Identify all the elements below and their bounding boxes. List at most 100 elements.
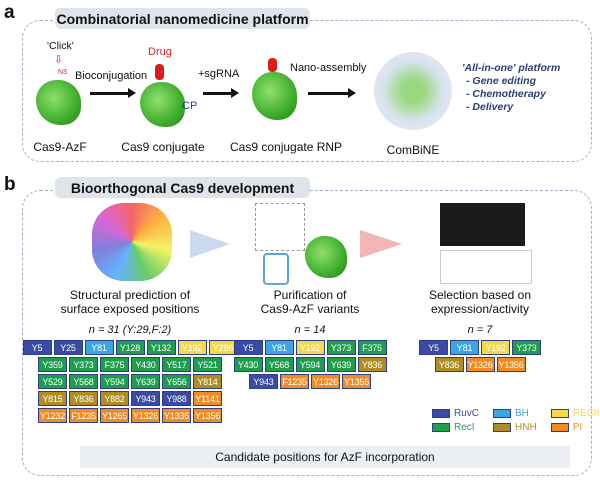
position-cell: Y1265: [100, 408, 129, 423]
position-cell: Y594: [295, 357, 325, 372]
position-cell: Y373: [69, 357, 98, 372]
position-cell: Y1326: [465, 357, 495, 372]
legend-swatch: [550, 423, 569, 432]
panel-b-label: b: [4, 174, 16, 195]
position-cell: Y568: [69, 374, 98, 389]
chromatogram-image: [440, 250, 532, 284]
legend-item: RuvC: [432, 408, 479, 419]
click-label: 'Click': [47, 40, 74, 52]
cas9-conjugate-protein: [140, 82, 185, 127]
step-description: expression/activity: [430, 302, 530, 316]
legend-label: RecI: [454, 422, 475, 433]
position-cell: F1235: [69, 408, 98, 423]
position-cell: Y430: [233, 357, 263, 372]
count-label: n = 31 (Y:29,F:2): [88, 324, 172, 336]
domain-legend: RuvC BH RECII RecI HNH PI: [432, 408, 599, 433]
cas9-structure-image: [92, 203, 172, 281]
position-cell: Y359: [38, 357, 67, 372]
position-cell: Y430: [131, 357, 160, 372]
position-cell: Y1326: [131, 408, 160, 423]
position-cell: Y132: [146, 340, 176, 355]
feature-item: - Delivery: [466, 101, 514, 113]
legend-label: RuvC: [454, 408, 480, 419]
arrow-icon: [308, 88, 356, 98]
cp-label: CP: [182, 100, 198, 112]
step-label: Cas9 conjugate: [121, 140, 205, 154]
position-cell: Y943: [249, 374, 278, 389]
feature-item: 'All-in-one' platform: [462, 62, 561, 74]
workflow-column: Purification of Cas9-AzF variants n = 14…: [227, 288, 393, 389]
legend-item: BH: [493, 408, 537, 419]
position-cell: Y192: [481, 340, 510, 355]
arrow-icon: [203, 88, 239, 98]
legend-swatch: [550, 409, 569, 418]
position-cell: Y25: [53, 340, 83, 355]
step-description: Selection based on: [428, 288, 532, 302]
count-label: n = 7: [467, 324, 493, 336]
position-cell: Y1336: [162, 408, 191, 423]
position-cell: Y1356: [193, 408, 222, 423]
legend-label: PI: [572, 422, 583, 433]
azide-label: N3: [58, 69, 67, 76]
step-label: ComBiNE: [386, 143, 440, 157]
trna-image: [263, 253, 289, 285]
position-cell: Y81: [264, 340, 294, 355]
legend-label: BH: [515, 408, 529, 419]
position-cell: Y192: [177, 340, 207, 355]
position-cell: Y639: [131, 374, 160, 389]
position-cell: Y594: [100, 374, 129, 389]
position-cell: Y192: [295, 340, 325, 355]
footer-bar: Candidate positions for AzF incorporatio…: [80, 446, 570, 468]
position-cell: Y639: [326, 357, 356, 372]
legend-item: PI: [550, 422, 600, 433]
panel-a-label: a: [4, 2, 15, 23]
position-cell: F1235: [280, 374, 309, 389]
position-cell: Y5: [419, 340, 448, 355]
workflow-column: Selection based on expression/activity n…: [405, 288, 555, 372]
step-label: Cas9 conjugate RNP: [230, 140, 343, 154]
position-cell: Y517: [162, 357, 191, 372]
legend-label: RECII: [572, 408, 600, 419]
legend-label: HNH: [515, 422, 537, 433]
cas9-azf-protein: [305, 236, 347, 278]
position-cell: Y128: [115, 340, 145, 355]
cas9-rnp-protein: [252, 72, 297, 120]
step-description: Purification of: [273, 288, 347, 302]
legend-item: RecI: [432, 422, 479, 433]
right-arrow-icon: [360, 230, 402, 258]
position-cell: Y373: [326, 340, 356, 355]
position-cell: Y882: [100, 391, 129, 406]
arrow-label: Nano-assembly: [290, 62, 367, 74]
position-cell: Y5: [233, 340, 263, 355]
legend-swatch: [432, 409, 450, 418]
arrow-icon: [90, 88, 136, 98]
legend-item: RECII: [550, 408, 600, 419]
gel-image: [440, 203, 525, 246]
step-description: Cas9-AzF variants: [260, 302, 360, 316]
position-cell: Y5: [22, 340, 52, 355]
legend-item: HNH: [493, 422, 537, 433]
position-cell: Y568: [264, 357, 294, 372]
feature-item: - Chemotherapy: [466, 88, 546, 100]
right-arrow-icon: [190, 230, 230, 258]
position-cell: Y373: [512, 340, 541, 355]
position-cell: Y836: [357, 357, 387, 372]
combine-nanoparticle: [374, 52, 452, 130]
position-cell: F375: [357, 340, 387, 355]
drug-label: Drug: [148, 46, 172, 58]
azf-molecule-image: [255, 203, 305, 251]
position-cell: Y81: [84, 340, 114, 355]
position-cell: Y1141: [193, 391, 222, 406]
feature-item: - Gene editing: [466, 75, 537, 87]
